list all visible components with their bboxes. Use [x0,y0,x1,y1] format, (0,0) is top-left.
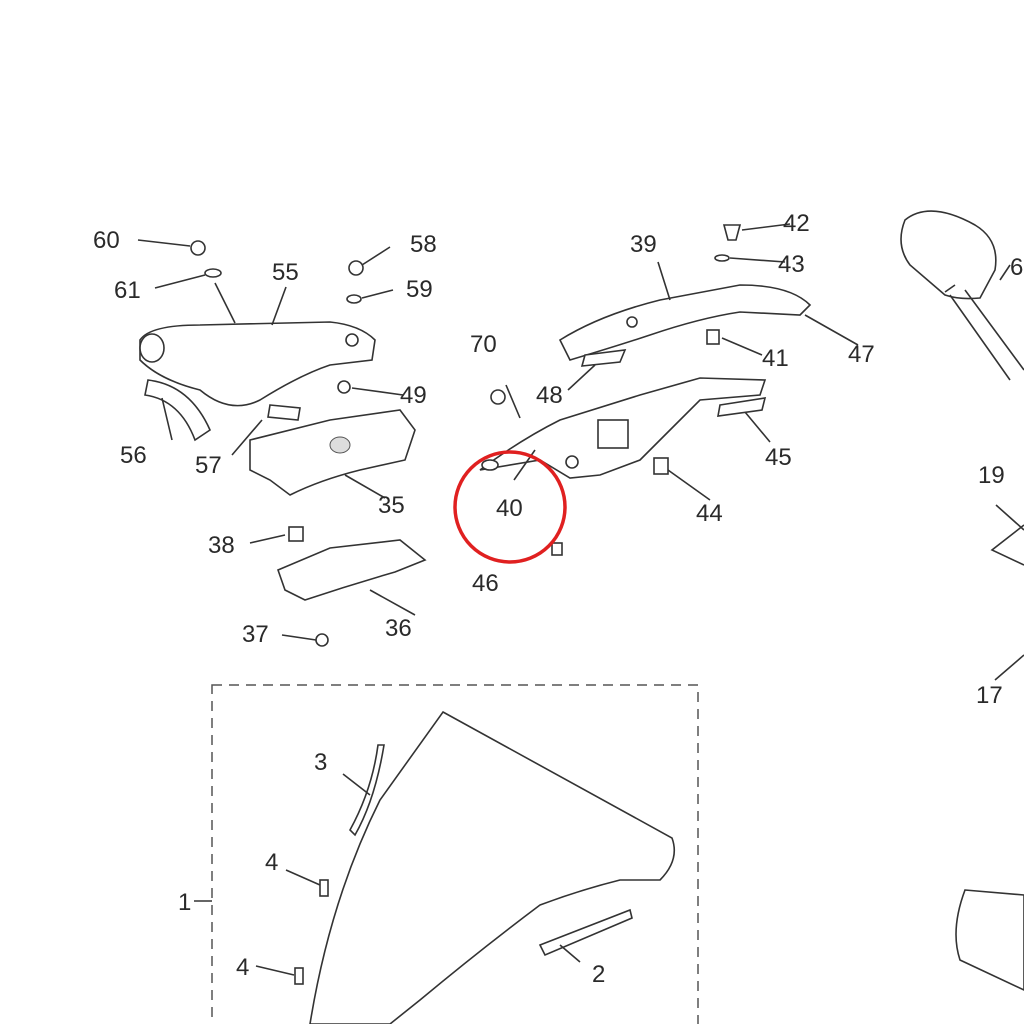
callout-4a[interactable]: 4 [265,849,278,876]
callout-70[interactable]: 70 [470,331,497,358]
callout-47[interactable]: 47 [848,341,875,368]
callout-46[interactable]: 46 [472,570,499,597]
callout-43[interactable]: 43 [778,251,805,278]
part-2-strip [538,908,633,957]
callout-2[interactable]: 2 [592,961,605,988]
leader-lines [137,223,1024,976]
callout-35[interactable]: 35 [378,492,405,519]
part-57-clip [267,404,301,421]
part-39-cover [558,284,812,361]
callout-60[interactable]: 60 [93,227,120,254]
callout-58[interactable]: 58 [410,231,437,258]
callout-1[interactable]: 1 [178,889,191,916]
part-56-strip [144,379,212,442]
part-fasteners-left [190,240,364,647]
part-48-grommet [580,349,627,367]
part-45-grommet [717,397,767,417]
callout-49[interactable]: 49 [400,382,427,409]
callout-44[interactable]: 44 [696,500,723,527]
part-3-strip [349,744,385,837]
callout-37[interactable]: 37 [242,621,269,648]
callout-39[interactable]: 39 [630,231,657,258]
callout-56[interactable]: 56 [120,442,147,469]
part-35-bracket [249,409,416,496]
callout-17[interactable]: 17 [976,682,1003,709]
part-4-fasteners [294,879,329,985]
callout-36[interactable]: 36 [385,615,412,642]
windshield-kit-boundary [211,684,699,1024]
callout-labels: 60 61 55 58 59 49 56 57 35 38 36 37 39 4… [93,210,1023,988]
callout-61[interactable]: 61 [114,277,141,304]
callout-42[interactable]: 42 [783,210,810,237]
callout-57[interactable]: 57 [195,452,222,479]
callout-40[interactable]: 40 [496,495,523,522]
callout-38[interactable]: 38 [208,532,235,559]
part-36-bracket [276,539,427,601]
callout-3[interactable]: 3 [314,749,327,776]
part-fasteners-center [490,224,742,556]
part-right-bottom [955,889,1024,991]
callout-41[interactable]: 41 [762,345,789,372]
part-19-stay [990,524,1024,566]
callout-55[interactable]: 55 [272,259,299,286]
callout-45[interactable]: 45 [765,444,792,471]
part-40-bracket [479,377,767,479]
callout-19[interactable]: 19 [978,462,1005,489]
highlight-circle-40 [453,450,567,564]
callout-4b[interactable]: 4 [236,954,249,981]
part-6-mirror [900,210,1024,381]
part-55-cover [139,321,376,407]
callout-6[interactable]: 6 [1010,254,1023,281]
callout-48[interactable]: 48 [536,382,563,409]
part-1-windshield [309,710,676,1024]
callout-59[interactable]: 59 [406,276,433,303]
